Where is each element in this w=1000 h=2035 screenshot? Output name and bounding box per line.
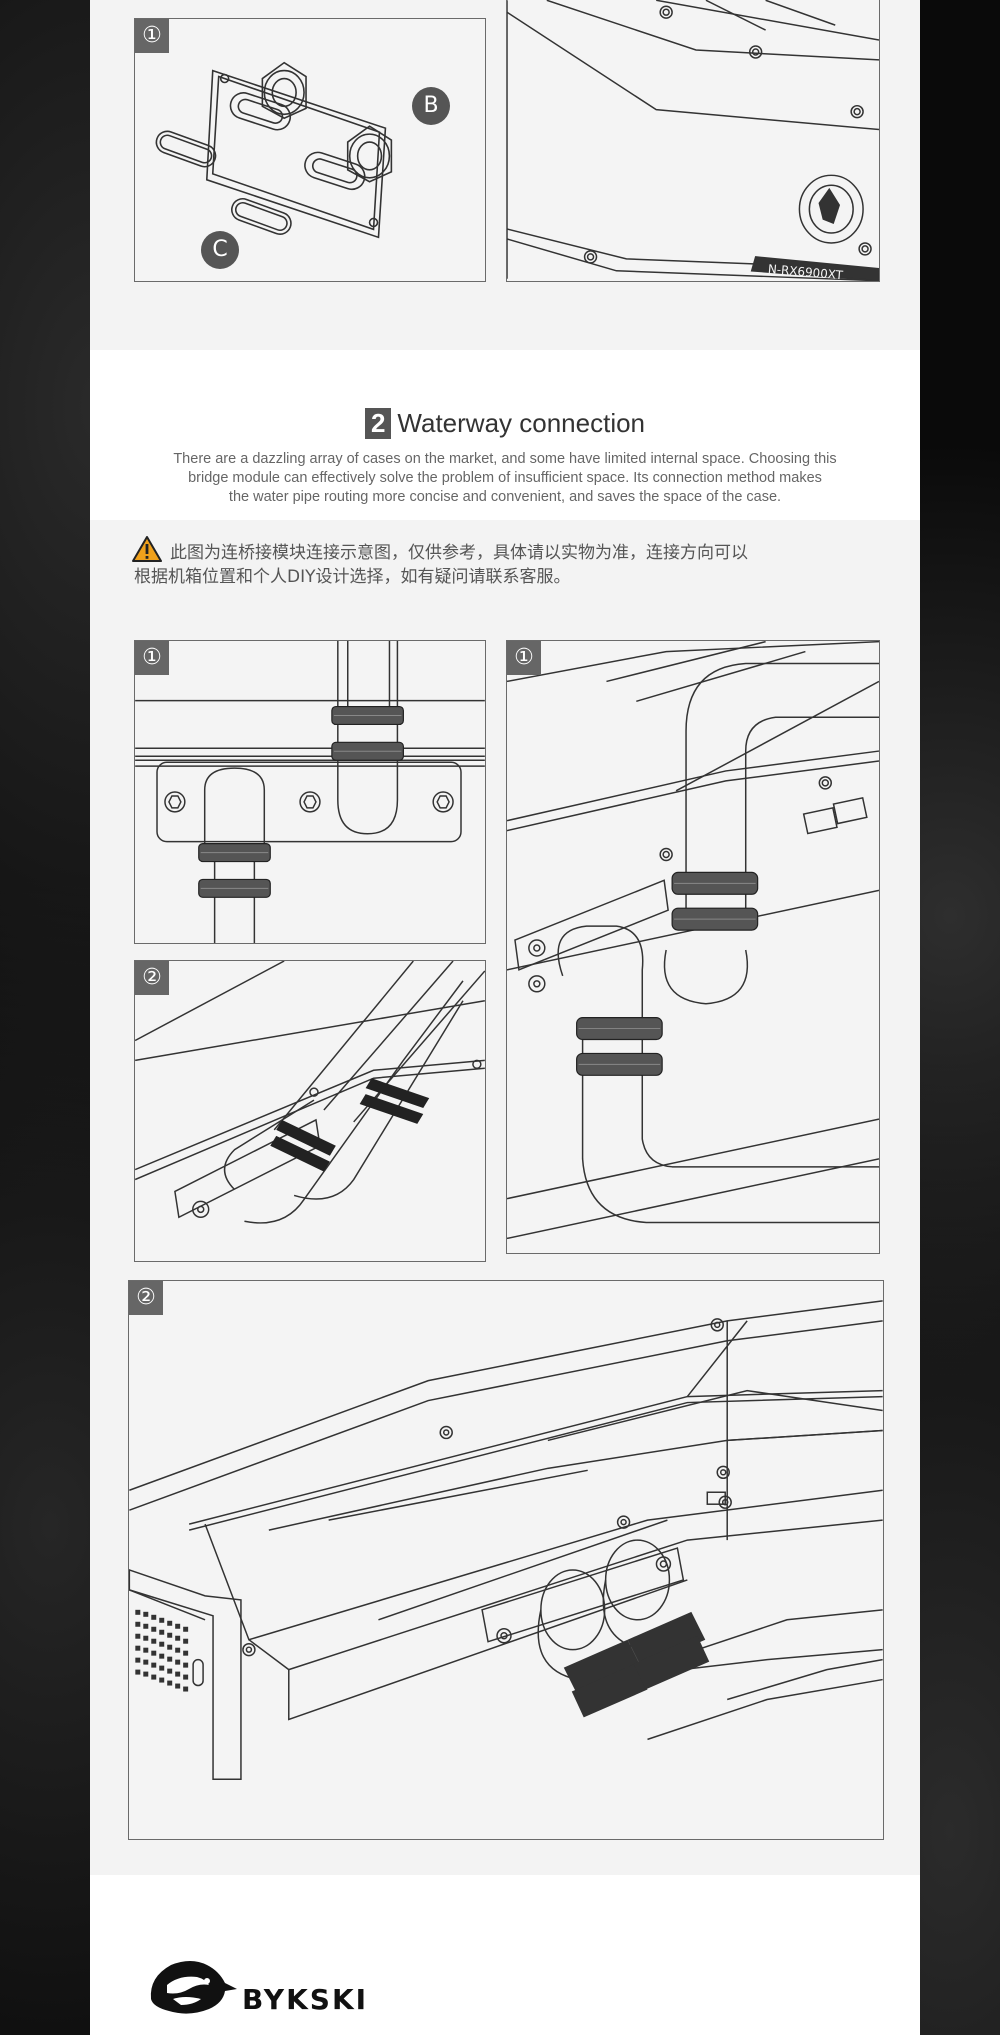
- footer-band: [90, 1875, 920, 2035]
- plate-text: N-RX6900XT: [767, 262, 844, 281]
- panel-gpu-block-top: N-RX6900XT: [506, 0, 880, 282]
- label-c-badge: C: [201, 231, 239, 269]
- panel-bridge-single-loop: ①: [506, 640, 880, 1254]
- section-number: 2: [364, 408, 392, 439]
- product-page: ① B C N: [90, 0, 920, 2035]
- step-badge: ①: [135, 641, 169, 675]
- description-line: bridge module can effectively solve the …: [188, 470, 822, 486]
- panel-full-gpu-assembly: ②: [128, 1280, 884, 1840]
- notice-line-2: 根据机箱位置和个人DIY设计选择，如有疑问请联系客服。: [134, 567, 571, 587]
- notice-line-1: 此图为连桥接模块连接示意图，仅供参考，具体请以实物为准，连接方向可以: [170, 543, 748, 563]
- section-title-text: Waterway connection: [397, 408, 646, 438]
- description-line: There are a dazzling array of cases on t…: [173, 451, 837, 467]
- warning-icon: [132, 536, 162, 562]
- dragon-logo-icon: [150, 1961, 237, 2014]
- step-badge: ①: [507, 641, 541, 675]
- section-header-band: [90, 350, 920, 520]
- gpu-block-top-illustration: N-RX6900XT: [507, 0, 879, 281]
- fitting-parts-illustration: [155, 61, 393, 239]
- description-line: the water pipe routing more concise and …: [228, 489, 782, 505]
- brand-wordmark: BYKSKI: [242, 1983, 369, 2016]
- bridge-front-illustration: [135, 641, 485, 943]
- panel-bridge-front: ①: [134, 640, 486, 944]
- label-b-badge: B: [412, 87, 450, 125]
- full-gpu-assembly-illustration: [129, 1300, 883, 1780]
- bridge-single-loop-illustration: [507, 641, 879, 1240]
- section-description: There are a dazzling array of cases on t…: [140, 450, 870, 507]
- step-badge: ①: [135, 19, 169, 53]
- step-badge: ②: [135, 961, 169, 995]
- panel-fitting-parts: ① B C: [134, 18, 486, 282]
- step-badge: ②: [129, 1281, 163, 1315]
- bridge-angled-illustration: [135, 961, 485, 1224]
- panel-bridge-angled: ②: [134, 960, 486, 1262]
